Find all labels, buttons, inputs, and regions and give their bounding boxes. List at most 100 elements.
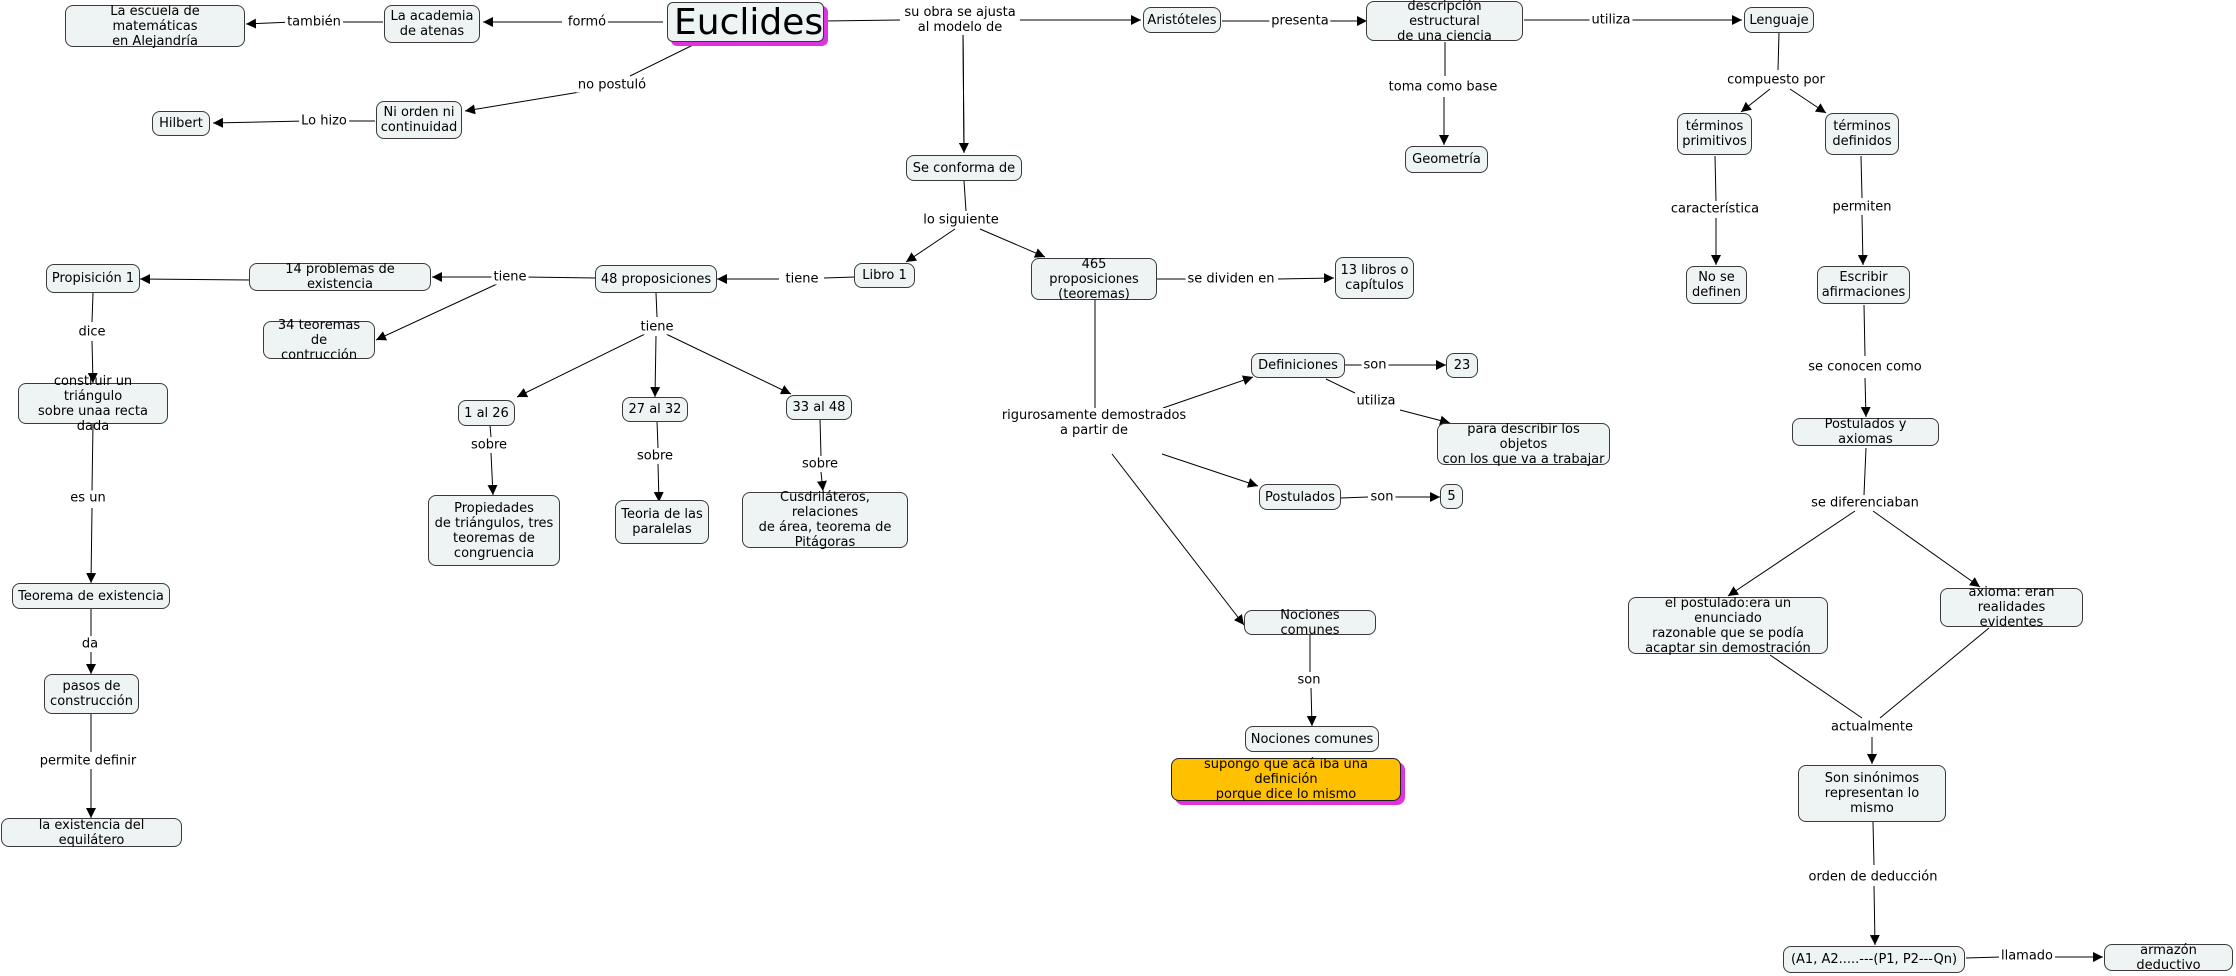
label-se-conocen-como: se conocen como — [1806, 359, 1924, 375]
label-dice: dice — [76, 324, 108, 340]
node-academia[interactable]: La academia de atenas — [384, 5, 480, 43]
node-se-conforma[interactable]: Se conforma de — [906, 155, 1022, 181]
node-teoremas34[interactable]: 34 teoremas de contrucción — [263, 318, 375, 363]
link-arrow — [905, 228, 956, 263]
label-caracteristica: característica — [1668, 201, 1762, 217]
node-pasos[interactable]: pasos de construcción — [44, 674, 139, 714]
link-arrow — [1161, 453, 1259, 488]
label-llamado: llamado — [1998, 948, 2056, 964]
node-libro1[interactable]: Libro 1 — [854, 263, 915, 288]
label-se-dividen-en: se dividen en — [1185, 271, 1277, 287]
node-geometria[interactable]: Geometría — [1405, 146, 1488, 173]
node-paralelas[interactable]: Teoria de las paralelas — [615, 500, 709, 544]
label-permiten: permiten — [1830, 199, 1894, 215]
node-equilatero[interactable]: la existencia del equilátero — [1, 818, 182, 848]
node-r33-48[interactable]: 33 al 48 — [786, 395, 852, 420]
label-tiene-libro: tiene — [783, 271, 821, 287]
link-segment — [629, 43, 696, 77]
node-nociones2[interactable]: Nociones comunes — [1245, 726, 1379, 752]
label-rigurosamente: rigurosamente demostrados a partir de — [999, 408, 1189, 438]
link-segment — [655, 292, 658, 318]
node-terminos-primitivos[interactable]: términos primitivos — [1677, 113, 1752, 155]
link-arrow — [1869, 885, 1880, 946]
link-arrow — [665, 333, 792, 395]
label-no-postulo: no postuló — [575, 77, 649, 93]
link-segment — [963, 180, 967, 212]
node-r1-26[interactable]: 1 al 26 — [458, 400, 515, 426]
node-armazon[interactable]: armazón deductivo — [2104, 943, 2233, 973]
link-arrow — [1872, 510, 1981, 588]
link-arrow — [1111, 453, 1245, 626]
label-utiliza-def: utiliza — [1354, 393, 1398, 409]
link-segment — [1714, 155, 1717, 202]
link-segment — [823, 276, 856, 279]
node-r27-32[interactable]: 27 al 32 — [622, 397, 688, 422]
label-tambien: también — [285, 14, 343, 30]
node-ni-orden[interactable]: Ni orden ni continuidad — [376, 101, 462, 139]
node-supongo-note[interactable]: supongo que acá iba una definición porqu… — [1171, 757, 1401, 802]
node-n5[interactable]: 5 — [1440, 484, 1463, 509]
link-segment — [962, 31, 965, 154]
node-a1[interactable]: (A1, A2.....---(P1, P2---Qn) — [1783, 946, 1965, 973]
node-problemas14[interactable]: 14 problemas de existencia — [249, 262, 431, 292]
node-postulados-axiomas[interactable]: Postulados y axiomas — [1792, 417, 1939, 447]
link-arrow — [375, 283, 498, 341]
node-cuadrilateros[interactable]: Cusdriláteros, relaciones de área, teore… — [742, 490, 908, 550]
node-sinonimos[interactable]: Son sinónimos representan lo mismo — [1798, 765, 1946, 822]
node-descripcion[interactable]: descripción estructural de una ciencia — [1366, 0, 1523, 44]
node-construir[interactable]: construir un triángulo sobre unaa recta … — [18, 374, 168, 434]
label-presenta: presenta — [1269, 13, 1331, 29]
link-arrow — [650, 335, 661, 398]
node-escuela[interactable]: La escuela de matemáticas en Alejandría — [65, 4, 245, 49]
node-terminos-definidos[interactable]: términos definidos — [1825, 113, 1899, 155]
link-arrow — [1162, 375, 1254, 409]
label-son-nociones: son — [1295, 672, 1323, 688]
link-arrow — [1789, 88, 1827, 114]
node-prop465[interactable]: 465 proposiciones (teoremas) — [1031, 257, 1157, 302]
link-arrow — [1727, 510, 1856, 597]
label-lo-siguiente: lo siguiente — [921, 212, 1001, 228]
node-libros13[interactable]: 13 libros o capítulos — [1335, 257, 1414, 299]
label-da: da — [79, 636, 101, 652]
node-hilbert[interactable]: Hilbert — [152, 111, 210, 136]
link-arrow — [86, 507, 97, 584]
node-proposicion1[interactable]: Propisición 1 — [46, 264, 140, 293]
link-segment — [656, 420, 659, 449]
node-nociones1[interactable]: Nociones comunes — [1244, 608, 1376, 638]
label-actualmente: actualmente — [1828, 719, 1916, 735]
link-arrow — [653, 463, 664, 503]
node-describir[interactable]: para describir los objetos con los que v… — [1437, 422, 1610, 467]
link-segment — [1872, 821, 1875, 866]
node-definiciones[interactable]: Definiciones — [1251, 353, 1345, 378]
link-segment — [1965, 956, 2002, 959]
node-escribir[interactable]: Escribir afirmaciones — [1817, 266, 1910, 304]
link-arrow — [212, 117, 306, 128]
node-propiedades[interactable]: Propiedades de triángulos, tres teoremas… — [428, 495, 560, 566]
link-segment — [91, 423, 94, 492]
node-no-se-definen[interactable]: No se definen — [1686, 266, 1747, 304]
link-segment — [819, 418, 822, 457]
link-segment — [1863, 447, 1867, 496]
node-n23[interactable]: 23 — [1446, 353, 1478, 378]
node-euclides[interactable]: Euclides — [667, 2, 824, 42]
label-tiene-rangos: tiene — [638, 319, 676, 335]
label-formo: formó — [565, 14, 609, 30]
link-segment — [1863, 304, 1866, 357]
node-lenguaje[interactable]: Lenguaje — [1744, 7, 1814, 33]
link-arrow — [1740, 88, 1771, 113]
link-arrow — [87, 340, 98, 384]
node-postulados[interactable]: Postulados — [1259, 484, 1341, 510]
link-segment — [489, 424, 492, 438]
node-prop48[interactable]: 48 proposiciones — [595, 265, 717, 293]
node-aristoteles[interactable]: Aristóteles — [1143, 7, 1221, 33]
link-arrow — [1857, 214, 1868, 266]
link-arrow — [1399, 409, 1451, 426]
label-permite-definir: permite definir — [37, 753, 139, 769]
node-el-postulado[interactable]: el postulado:era un enunciado razonable … — [1628, 596, 1828, 656]
label-sobre-3: sobre — [799, 456, 841, 472]
link-segment — [824, 19, 901, 22]
link-segment — [523, 276, 597, 279]
node-teorema-existencia[interactable]: Teorema de existencia — [12, 583, 170, 609]
node-axioma[interactable]: axioma: eran realidades evidentes — [1940, 585, 2083, 630]
